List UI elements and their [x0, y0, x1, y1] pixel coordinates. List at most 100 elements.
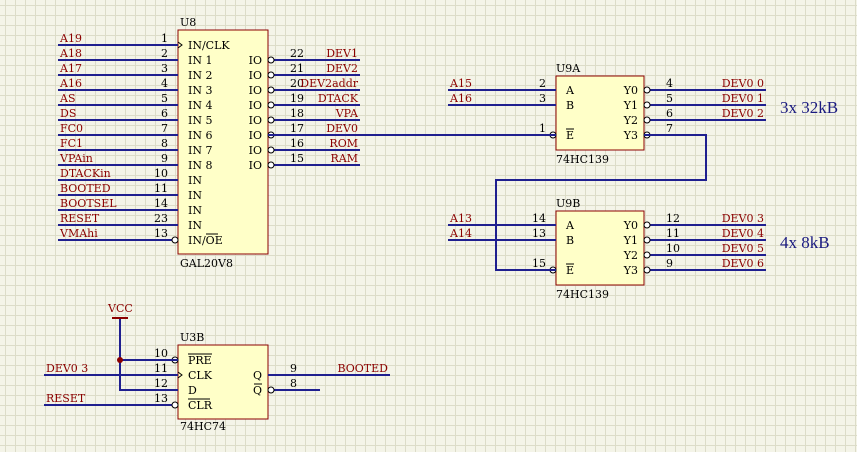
pin-name: Y2	[623, 114, 638, 127]
net-label: AS	[59, 92, 75, 105]
pin-number: 13	[154, 392, 168, 405]
u8-reference: U8	[180, 16, 196, 29]
pin-number: 21	[290, 62, 304, 75]
u9a-reference: U9A	[556, 62, 581, 75]
pin-name: Y0	[623, 84, 638, 97]
inverter-bubble-icon	[267, 386, 275, 394]
net-label: BOOTED	[60, 182, 111, 195]
net-label: DEV0 0	[722, 77, 764, 90]
pin-name: Y1	[623, 234, 638, 247]
net-label: DEV0 1	[722, 92, 764, 105]
inverter-bubble-icon	[643, 236, 651, 244]
pin-name: CLK	[188, 369, 213, 382]
pin-number: 4	[161, 77, 168, 90]
u9a-part-number: 74HC139	[556, 153, 609, 166]
pin-name: Y0	[623, 219, 638, 232]
pin-number: 23	[154, 212, 168, 225]
inverter-bubble-icon	[267, 116, 275, 124]
net-label: DTACKin	[60, 167, 111, 180]
pin-name: IN 7	[188, 144, 212, 157]
pin-number: 6	[666, 107, 673, 120]
pin-name: Q	[253, 369, 262, 382]
pin-number: 9	[161, 152, 168, 165]
net-label: A13	[449, 212, 472, 225]
net-label: DS	[60, 107, 76, 120]
net-label: VPA	[335, 107, 359, 120]
interconnect-wires	[119, 134, 707, 391]
pin-number: 17	[290, 122, 304, 135]
pin-number: 7	[161, 122, 168, 135]
net-label: A16	[59, 77, 82, 90]
pin-number: 10	[154, 347, 168, 360]
pin-number: 12	[154, 377, 168, 390]
net-label: VPAin	[59, 152, 93, 165]
pin-name: B	[566, 234, 574, 247]
pin-name: IO	[249, 84, 262, 97]
inverter-bubble-icon	[171, 401, 179, 409]
inverter-bubble-icon	[267, 161, 275, 169]
inverter-bubble-icon	[267, 146, 275, 154]
pin-name: IN 5	[188, 114, 212, 127]
u8-body	[177, 29, 269, 255]
pin-name: IN/OE	[188, 234, 223, 247]
pin-number: 11	[154, 182, 168, 195]
net-label: A17	[59, 62, 82, 75]
net-label: A15	[449, 77, 472, 90]
note-8kb: 4x 8kB	[780, 233, 830, 252]
pin-number: 4	[666, 77, 673, 90]
inverter-bubble-icon	[643, 266, 651, 274]
u9b-part-number: 74HC139	[556, 288, 609, 301]
net-label: DEV2	[326, 62, 358, 75]
pin-number: 10	[154, 167, 168, 180]
pin-name: IN	[188, 189, 202, 202]
pin-number: 6	[161, 107, 168, 120]
pin-number: 14	[154, 197, 168, 210]
pin-name: E	[566, 264, 574, 277]
pin-number: 15	[290, 152, 304, 165]
pin-number: 14	[532, 212, 546, 225]
pin-name: IN 4	[188, 99, 212, 112]
inverter-bubble-icon	[267, 71, 275, 79]
pin-name: IO	[249, 54, 262, 67]
pin-number: 15	[532, 257, 546, 270]
pin-name: Y2	[623, 249, 638, 262]
inverter-bubble-icon	[267, 56, 275, 64]
pin-name: IO	[249, 159, 262, 172]
pin-number: 9	[290, 362, 297, 375]
clock-input-icon	[177, 371, 183, 379]
pin-name: IN 8	[188, 159, 212, 172]
u3b-body	[177, 344, 269, 420]
pin-number: 16	[290, 137, 304, 150]
input-pin: DS 6 IN 5	[58, 107, 212, 127]
pin-number: 18	[290, 107, 304, 120]
pin-number: 11	[154, 362, 168, 375]
pin-name: IO	[249, 99, 262, 112]
net-label: DEV0 2	[722, 107, 764, 120]
pin-number: 20	[290, 77, 304, 90]
input-pin: VPAin 9 IN 8	[58, 152, 212, 172]
net-label: DEV0 3	[46, 362, 88, 375]
net-label: RAM	[331, 152, 359, 165]
inverter-bubble-icon	[643, 101, 651, 109]
